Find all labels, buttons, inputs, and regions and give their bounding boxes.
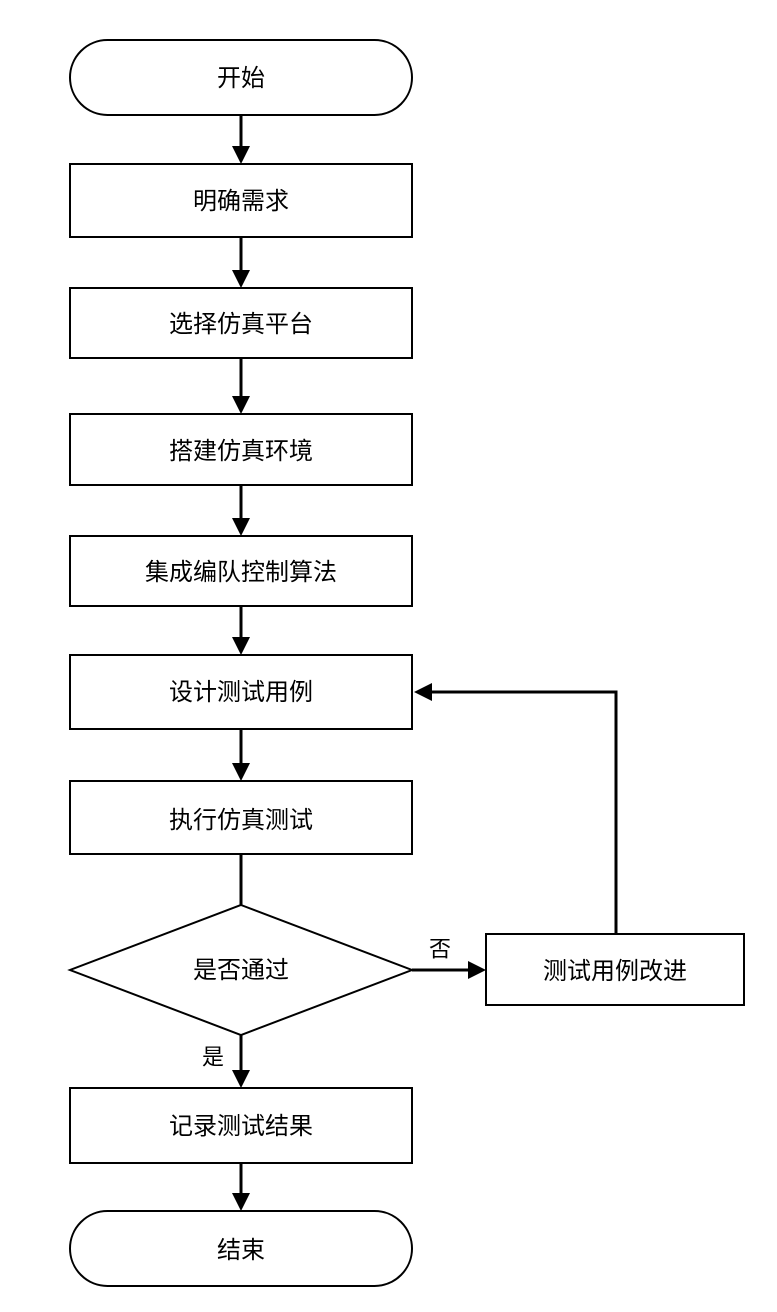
process-box (69, 163, 413, 238)
branch-label-yes: 是 (202, 1046, 224, 1071)
improve-test-cases-label: 测试用例改进 (543, 957, 687, 985)
start-label: 开始 (217, 64, 265, 92)
node-improve-test-cases: 测试用例改进 (485, 933, 745, 1006)
end-terminal-shape (69, 1210, 413, 1287)
end-label: 结束 (217, 1236, 265, 1264)
arrowhead-platform (232, 270, 250, 288)
node-end: 结束 (69, 1210, 413, 1287)
arrowhead-algorithm (232, 518, 250, 536)
arrowhead-design (232, 637, 250, 655)
arrowhead-design-loop (414, 683, 432, 701)
process-box (69, 535, 413, 607)
connector-improve-to-design (432, 690, 618, 934)
record-results-label: 记录测试结果 (169, 1112, 313, 1140)
pass-decision-label: 是否通过 (193, 956, 289, 984)
process-box (69, 413, 413, 486)
clarify-requirements-label: 明确需求 (193, 187, 289, 215)
arrowhead-record (232, 1070, 250, 1088)
arrowhead-environment (232, 396, 250, 414)
node-execute-simulation: 执行仿真测试 (69, 780, 413, 855)
process-box (69, 654, 413, 730)
node-record-results: 记录测试结果 (69, 1087, 413, 1164)
arrowhead-end (232, 1193, 250, 1211)
node-pass-decision: 是否通过 (67, 903, 415, 1037)
decision-diamond (67, 903, 415, 1037)
node-select-platform: 选择仿真平台 (69, 287, 413, 359)
arrowhead-improve (468, 961, 486, 979)
select-platform-label: 选择仿真平台 (169, 310, 313, 338)
node-build-environment: 搭建仿真环境 (69, 413, 413, 486)
node-integrate-algorithm: 集成编队控制算法 (69, 535, 413, 607)
build-environment-label: 搭建仿真环境 (169, 437, 313, 465)
node-design-test-cases: 设计测试用例 (69, 654, 413, 730)
process-box (485, 933, 745, 1006)
process-box (69, 1087, 413, 1164)
start-terminal-shape (69, 39, 413, 116)
process-box (69, 780, 413, 855)
branch-label-no: 否 (429, 938, 451, 963)
execute-simulation-label: 执行仿真测试 (169, 806, 313, 834)
arrowhead-requirements (232, 146, 250, 164)
design-test-cases-label: 设计测试用例 (169, 678, 313, 706)
node-clarify-requirements: 明确需求 (69, 163, 413, 238)
connectors (232, 115, 618, 1211)
node-start: 开始 (69, 39, 413, 116)
arrowhead-execute (232, 763, 250, 781)
integrate-algorithm-label: 集成编队控制算法 (145, 558, 337, 586)
process-box (69, 287, 413, 359)
